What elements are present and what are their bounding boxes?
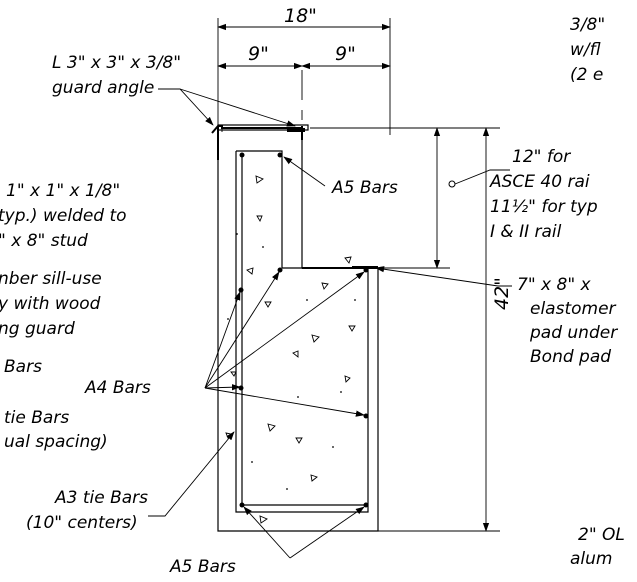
top-right-label-line1: 3/8" [570, 15, 605, 35]
timber-label-line2: y with wood [0, 294, 101, 314]
tie-bars-cut-label-line1: tie Bars [4, 408, 69, 428]
bar-dots [238, 152, 369, 508]
leader-lines [148, 88, 512, 559]
pad-label-line1: 7" x 8" x [517, 275, 592, 295]
top-right-label-line3: (2 e [570, 65, 603, 85]
overall-width-dimension: 18" [284, 5, 317, 27]
bars-cut-label: Bars [4, 357, 42, 377]
guard-angle-label-line1: L 3" x 3" x 3/8" [52, 53, 181, 73]
pad-label-line4: Bond pad [530, 347, 611, 367]
top-dimensions [217, 18, 391, 135]
stud-label-line3: " x 8" stud [0, 231, 88, 251]
height-dimension: 42" [491, 277, 513, 310]
top-right-label-line2: w/fl [570, 40, 601, 60]
rail-height-label-line3: 11½" for typ [490, 197, 598, 217]
pad-label-line2: elastomer [530, 299, 617, 319]
bottom-right-label-line2: alum [570, 549, 612, 569]
aggregate-dots [227, 233, 356, 490]
bottom-right-label-line1: 2" OL [578, 525, 625, 545]
pad-label-line3: pad under [529, 323, 618, 343]
left-half-dimension: 9" [248, 43, 269, 65]
guard-angle-label-line2: guard angle [52, 78, 154, 98]
stud-label-line1: 1" x 1" x 1/8" [6, 181, 120, 201]
rail-height-dimension-line [310, 127, 510, 269]
a3-tie-label-line2: (10" centers) [26, 513, 138, 533]
aggregate-pattern [225, 175, 356, 524]
timber-label-line1: nber sill-use [0, 269, 102, 289]
timber-label-line3: ng guard [0, 319, 75, 339]
rail-height-label-line2: ASCE 40 rai [489, 172, 590, 192]
rail-height-label-line1: 12" for [512, 147, 571, 167]
tie-bars-cut-label-line2: ual spacing) [4, 432, 108, 452]
a5-bottom-bars-label: A5 Bars [169, 557, 236, 577]
right-half-dimension: 9" [335, 43, 356, 65]
rail-height-label-line4: I & II rail [490, 222, 562, 242]
a4-bars-label: A4 Bars [84, 378, 151, 398]
stud-label-line2: typ.) welded to [0, 206, 127, 226]
a3-tie-label-line1: A3 tie Bars [54, 488, 148, 508]
a5-top-bars-label: A5 Bars [331, 178, 398, 198]
